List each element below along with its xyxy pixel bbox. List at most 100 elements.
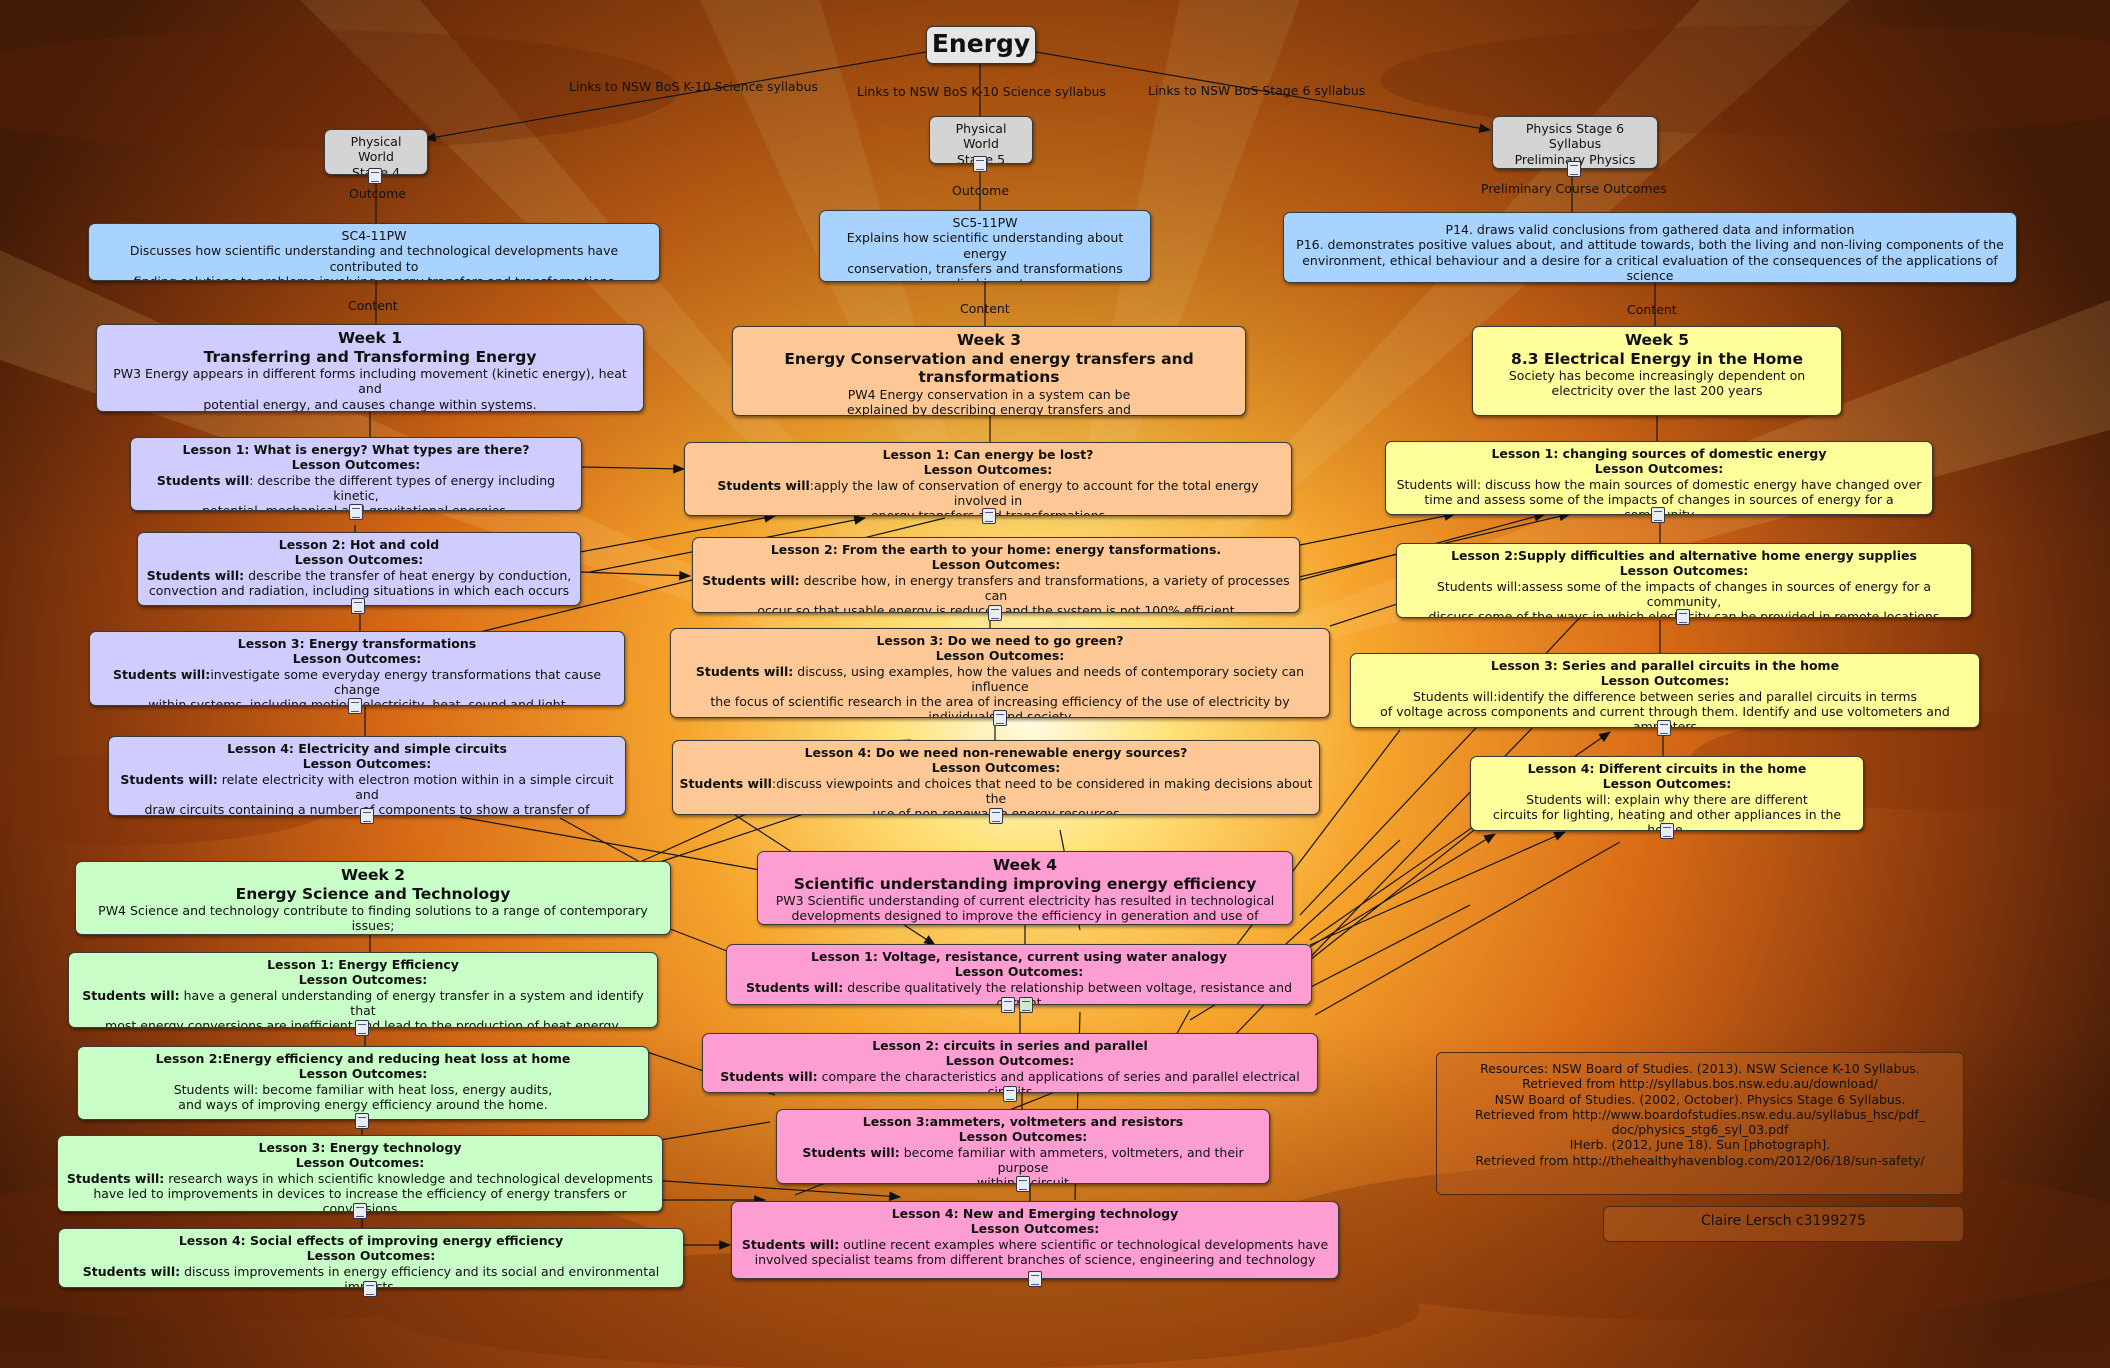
node-w2-lesson4[interactable]: Lesson 4: Social effects of improving en… [58,1228,684,1288]
lesson-outcomes-label: Lesson Outcomes: [292,651,422,667]
node-w1-lesson3[interactable]: Lesson 3: Energy transformations Lesson … [89,631,625,706]
lesson-outcomes-label: Lesson Outcomes: [970,1221,1100,1237]
node-w4-lesson2[interactable]: Lesson 2: circuits in series and paralle… [702,1033,1318,1093]
link-label-k10-mid: Links to NSW BoS K-10 Science syllabus [857,84,1106,99]
students-will-label: Students will: [695,663,794,679]
lesson-outcomes-label: Lesson Outcomes: [1602,776,1732,792]
lesson-text: have a general understanding of energy t… [105,987,644,1028]
document-icon[interactable] [1657,720,1671,736]
document-icon[interactable] [982,508,996,524]
document-icon[interactable] [1016,1176,1030,1192]
outcome-p14-code: P14. draws valid conclusions from gather… [1445,222,1855,237]
document-icon[interactable] [973,156,987,172]
resources-text: NSW Board of Studies. (2013). NSW Scienc… [1475,1061,1925,1168]
node-w3-lesson1[interactable]: Lesson 1: Can energy be lost? Lesson Out… [684,442,1292,516]
lesson-text: Students will:identify the difference be… [1380,688,1950,728]
lesson-title: Lesson 3: Energy technology [258,1140,462,1155]
document-icon[interactable] [988,605,1002,621]
node-outcome-p14[interactable]: P14. draws valid conclusions from gather… [1283,212,2017,283]
document-icon[interactable] [1001,997,1015,1013]
document-icon[interactable] [1676,609,1690,625]
students-will-label: Students will: [702,572,800,588]
students-will-label: Students will: [112,666,211,682]
lesson-title: Lesson 4: Social effects of improving en… [178,1233,564,1248]
document-icon[interactable] [1567,161,1581,177]
node-w3-lesson2[interactable]: Lesson 2: From the earth to your home: e… [692,537,1300,613]
document-icon[interactable] [1028,1271,1042,1287]
document-icon[interactable] [353,1203,367,1219]
node-week3[interactable]: Week 3 Energy Conservation and energy tr… [732,326,1246,416]
node-w3-lesson3[interactable]: Lesson 3: Do we need to go green? Lesson… [670,628,1330,718]
lesson-text: Students will: explain why there are dif… [1492,791,1842,831]
link-label-outcome-left: Outcome [349,186,407,201]
node-w5-lesson1[interactable]: Lesson 1: changing sources of domestic e… [1385,441,1933,515]
link-label-content-left: Content [348,298,398,313]
lesson-outcomes-label: Lesson Outcomes: [295,1155,425,1171]
document-icon[interactable] [989,808,1003,824]
week4-text: PW3 Scientific understanding of current … [775,893,1275,924]
node-w4-lesson4[interactable]: Lesson 4: New and Emerging technology Le… [731,1201,1339,1279]
lesson-title: Lesson 1: changing sources of domestic e… [1491,446,1827,461]
node-outcome-sc5[interactable]: SC5-11PW Explains how scientific underst… [819,210,1151,282]
node-w4-lesson3[interactable]: Lesson 3:ammeters, voltmeters and resist… [776,1109,1270,1184]
lesson-outcomes-label: Lesson Outcomes: [298,1066,428,1082]
document-icon[interactable] [355,1113,369,1129]
node-w4-lesson1[interactable]: Lesson 1: Voltage, resistance, current u… [726,944,1312,1005]
students-will-label: Students will [679,775,772,791]
document-icon[interactable] [1660,823,1674,839]
map-title: Energy [926,26,1036,64]
node-w1-lesson1[interactable]: Lesson 1: What is energy? What types are… [130,437,582,511]
lesson-outcomes-label: Lesson Outcomes: [935,648,1065,664]
students-will-label: Students will: [82,1263,181,1279]
lesson-text: discuss improvements in energy efficienc… [184,1263,660,1288]
node-week5[interactable]: Week 5 8.3 Electrical Energy in the Home… [1472,326,1842,416]
node-w2-lesson1[interactable]: Lesson 1: Energy Efficiency Lesson Outco… [68,952,658,1028]
spreadsheet-icon[interactable] [1019,997,1033,1013]
lesson-title: Lesson 1: Energy Efficiency [267,957,459,972]
lesson-title: Lesson 1: Voltage, resistance, current u… [811,949,1227,964]
document-icon[interactable] [1003,1086,1017,1102]
week1-subtitle: Transferring and Transforming Energy [203,347,537,366]
node-w2-lesson3[interactable]: Lesson 3: Energy technology Lesson Outco… [57,1135,663,1212]
lesson-outcomes-label: Lesson Outcomes: [302,756,432,772]
document-icon[interactable] [993,710,1007,726]
document-icon[interactable] [349,504,363,520]
week5-title: Week 5 [1624,331,1690,349]
week4-subtitle: Scientific understanding improving energ… [793,874,1257,893]
lesson-outcomes-label: Lesson Outcomes: [306,1248,436,1264]
lesson-text: research ways in which scientific knowle… [93,1170,654,1212]
node-w3-lesson4[interactable]: Lesson 4: Do we need non-renewable energ… [672,740,1320,815]
lesson-outcomes-label: Lesson Outcomes: [298,972,428,988]
document-icon[interactable] [360,808,374,824]
lesson-text: : describe the different types of energy… [202,472,556,511]
lesson-outcomes-label: Lesson Outcomes: [291,457,421,473]
document-icon[interactable] [363,1281,377,1297]
document-icon[interactable] [1651,507,1665,523]
node-week1[interactable]: Week 1 Transferring and Transforming Ene… [96,324,644,412]
lesson-title: Lesson 4: New and Emerging technology [891,1206,1179,1221]
node-w1-lesson4[interactable]: Lesson 4: Electricity and simple circuit… [108,736,626,816]
students-will-label: Students will: [120,771,218,787]
node-w5-lesson2[interactable]: Lesson 2:Supply difficulties and alterna… [1396,543,1972,618]
lesson-outcomes-label: Lesson Outcomes: [954,964,1084,980]
document-icon[interactable] [368,168,382,184]
node-week2[interactable]: Week 2 Energy Science and Technology PW4… [75,861,671,935]
lesson-outcomes-label: Lesson Outcomes: [294,552,424,568]
document-icon[interactable] [351,598,365,614]
link-label-content-mid: Content [960,301,1010,316]
node-week4[interactable]: Week 4 Scientific understanding improvin… [757,851,1293,925]
document-icon[interactable] [348,698,362,714]
node-w1-lesson2[interactable]: Lesson 2: Hot and cold Lesson Outcomes: … [137,532,581,606]
lesson-text: describe qualitatively the relationship … [847,979,1293,1005]
lesson-text: discuss, using examples, how the values … [710,663,1305,718]
week1-text: PW3 Energy appears in different forms in… [113,366,627,412]
week2-subtitle: Energy Science and Technology [235,884,511,903]
outcome-sc5-text: Explains how scientific understanding ab… [846,230,1124,281]
node-w5-lesson4[interactable]: Lesson 4: Different circuits in the home… [1470,756,1864,831]
document-icon[interactable] [355,1020,369,1036]
node-w5-lesson3[interactable]: Lesson 3: Series and parallel circuits i… [1350,653,1980,728]
node-w2-lesson2[interactable]: Lesson 2:Energy efficiency and reducing … [77,1046,649,1120]
node-outcome-sc4[interactable]: SC4-11PW Discusses how scientific unders… [88,223,660,281]
lesson-text: become familiar with ammeters, voltmeter… [903,1144,1244,1184]
node-stage6[interactable]: Physics Stage 6 Syllabus Preliminary Phy… [1492,116,1658,169]
